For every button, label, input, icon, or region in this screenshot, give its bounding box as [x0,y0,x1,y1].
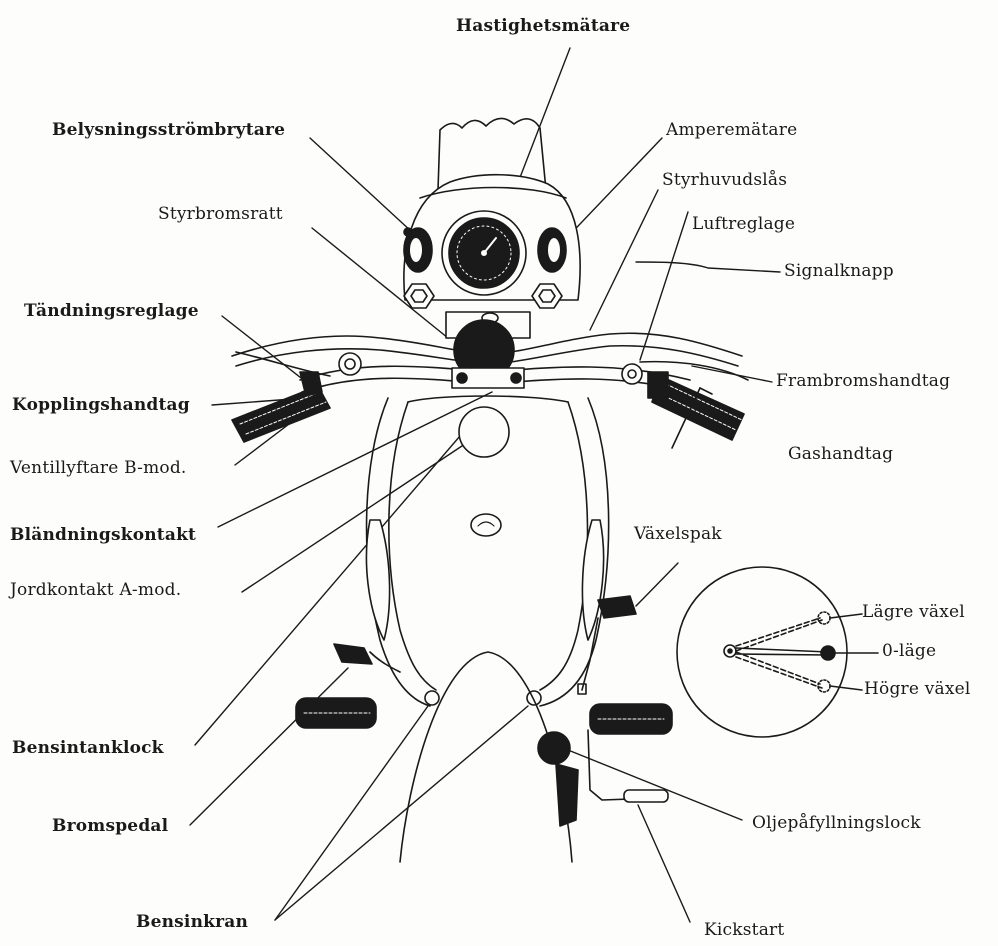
label-lagre-vaxel: Lägre växel [862,604,965,621]
label-belysningsstrombrytare: Belysningsströmbrytare [52,122,285,139]
label-kopplingshandtag: Kopplingshandtag [12,397,190,414]
headlamp-nacelle [404,118,580,338]
right-footrest [538,596,672,826]
label-bromspedal: Bromspedal [52,818,168,835]
label-amperematare: Amperemätare [666,122,797,139]
label-gashandtag: Gashandtag [788,446,893,463]
left-grip [232,352,330,442]
label-ventillyftare: Ventillyftare B-mod. [10,460,187,477]
label-hastighetsmatare: Hastighetsmätare [456,18,630,35]
label-styrbromsratt: Styrbromsratt [158,206,283,223]
label-jordkontakt: Jordkontakt A-mod. [10,582,181,599]
label-bensinkran: Bensinkran [136,914,248,931]
label-kickstart: Kickstart [704,922,784,939]
label-tandningsreglage: Tändningsreglage [24,303,199,320]
label-signalknapp: Signalknapp [784,263,894,280]
label-blandningskontakt: Bländningskontakt [10,527,196,544]
label-styrhuvudslas: Styrhuvudslås [662,172,787,189]
gear-position-inset [677,567,878,737]
label-o-lage: 0-läge [882,643,936,660]
label-bensintanklock: Bensintanklock [12,740,164,757]
label-oljepafyllningslock: Oljepåfyllningslock [752,815,921,832]
label-vaxelspak: Växelspak [634,526,722,543]
left-footrest [296,644,400,728]
label-hogre-vaxel: Högre växel [864,681,971,698]
fuel-tank [366,396,608,706]
label-luftreglage: Luftreglage [692,216,795,233]
label-frambromshandtag: Frambromshandtag [776,373,950,390]
